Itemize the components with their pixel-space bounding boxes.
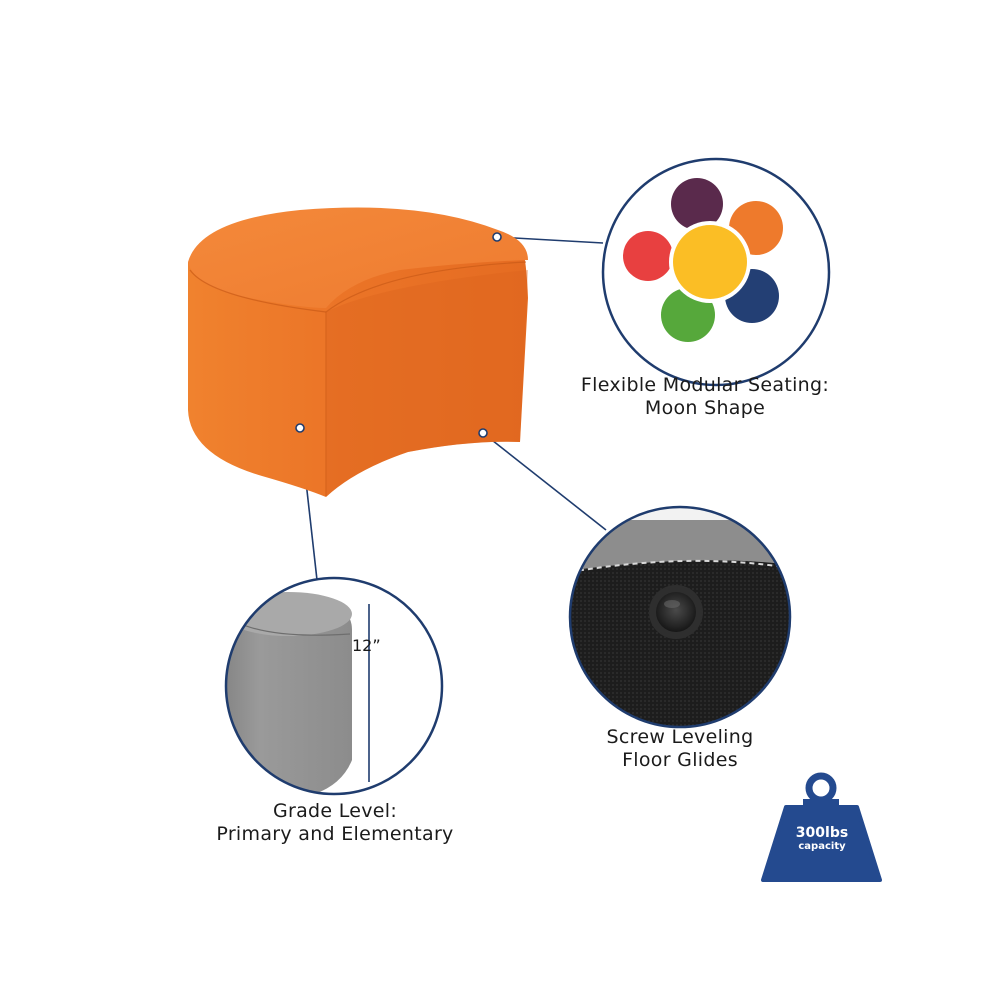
caption-moon-shape: Flexible Modular Seating: Moon Shape <box>560 374 850 420</box>
callout-dot-front <box>295 423 305 433</box>
gray-cylinder-image <box>226 592 352 794</box>
caption-moon-shape-line2: Moon Shape <box>644 397 766 419</box>
callout-dot-top <box>492 232 502 242</box>
caption-grade-level-line1: Grade Level: <box>272 800 398 822</box>
palette-icon <box>623 178 783 342</box>
height-dimension-label: 12” <box>352 636 381 655</box>
moon-seat-image <box>188 207 528 497</box>
capacity-weight-icon <box>761 772 882 882</box>
leader-line-floor-glides <box>482 432 607 531</box>
floor-glide-callout-circle <box>568 505 792 729</box>
caption-floor-glides-line2: Floor Glides <box>622 749 738 771</box>
capacity-badge-text: 300lbs capacity <box>772 826 872 853</box>
caption-grade-level-line2: Primary and Elementary <box>216 823 454 845</box>
caption-grade-level: Grade Level: Primary and Elementary <box>185 800 485 846</box>
capacity-label: capacity <box>798 841 846 852</box>
floor-glide-image <box>570 507 790 727</box>
palette-callout-circle <box>601 157 831 387</box>
caption-floor-glides: Screw Leveling Floor Glides <box>560 726 800 772</box>
height-callout-circle <box>224 576 444 796</box>
caption-floor-glides-line1: Screw Leveling <box>606 726 754 748</box>
callout-dot-side <box>478 428 488 438</box>
capacity-weight: 300lbs <box>795 825 849 841</box>
caption-moon-shape-line1: Flexible Modular Seating: <box>580 374 830 396</box>
